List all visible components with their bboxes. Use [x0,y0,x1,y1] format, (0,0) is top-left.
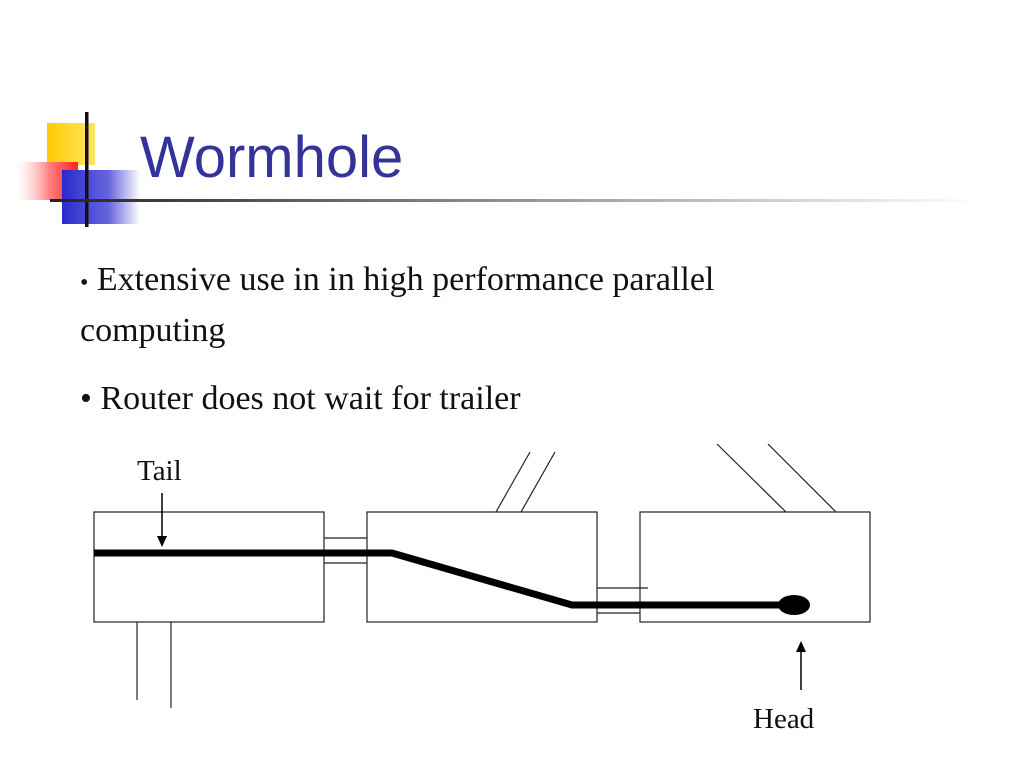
logo-vertical-line [85,112,89,227]
logo-square-blue [62,170,140,224]
title-rule [50,199,980,202]
router-2-link-right [520,451,556,513]
tail-arrow-head [157,536,167,547]
slide-logo [14,112,980,227]
bullet-1: • Extensive use in in high performance p… [80,256,714,354]
router-2-link-left [495,451,531,513]
bullet-1-line-2: computing [80,312,226,349]
head-label: Head [753,703,815,735]
router-box-1 [93,511,325,623]
tail-label: Tail [137,455,182,487]
bullet-marker: • [80,380,92,417]
head-arrow-head [796,641,806,652]
worm-head [778,595,810,615]
router-3-link-left [716,443,787,513]
bullet-2-text: Router does not wait for trailer [100,380,521,417]
bullet-marker: • [80,270,89,296]
slide-title: Wormhole [140,125,404,190]
bullet-1-line-1: Extensive use in in high performance par… [96,261,715,298]
router-3-link-right [767,443,837,513]
worm-path [94,549,780,609]
bullet-2: • Router does not wait for trailer [80,375,521,422]
